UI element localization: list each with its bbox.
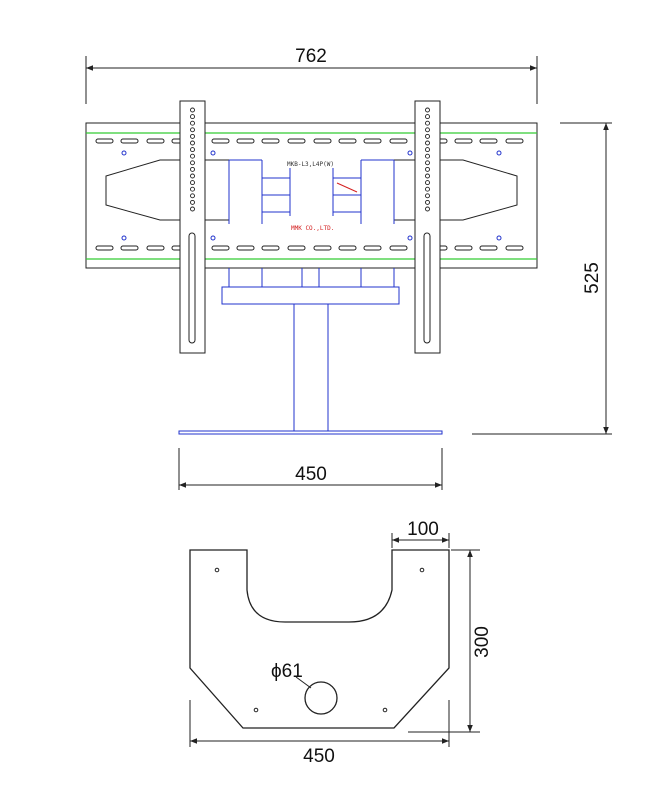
plate-slot [479,138,498,144]
center-hole [304,681,338,715]
plate-slot [505,245,524,251]
blue-holes [121,150,502,241]
arm-hole [425,160,430,166]
arm-hole [425,147,430,153]
plate-slot [287,245,306,251]
arm-hole [190,127,195,133]
dim-text-450-base: 450 [303,746,335,767]
dimension-525: 525 [472,122,612,435]
plate-slot [338,138,357,144]
plate-slot [313,138,332,144]
model-label: MKB-L3,L4P(W) [287,161,334,168]
maker-label: MMK CO.,LTD. [291,225,334,232]
arm-hole [425,133,430,139]
plate-slot [120,245,139,251]
arm-hole [190,180,195,186]
plate-slot [313,245,332,251]
arm-hole [425,193,430,199]
arm-hole [425,173,430,179]
arm-hole [425,166,430,172]
plate-slot [146,138,165,144]
stand-column [178,268,443,435]
arm-hole [425,180,430,186]
vertical-arm-left [179,100,206,354]
arm-hole [425,206,430,212]
plate-slot [95,138,114,144]
arm-hole [425,114,430,120]
arm-hole [190,133,195,139]
arm-hole [190,199,195,205]
dim-text-762: 762 [295,46,327,67]
arm-hole [425,107,430,113]
plate-slot [454,138,473,144]
dimension-450-front: 450 [178,448,443,490]
plate-slot [479,245,498,251]
plate-slot [287,138,306,144]
plate-slot [505,138,524,144]
base-plate-outline [189,549,450,729]
plate-slot [236,245,255,251]
dim-text-hole: ϕ61 [271,661,303,682]
bracket-structure-right [332,159,395,224]
arm-hole [190,186,195,192]
arm-hole [190,153,195,159]
arm-hole [425,186,430,192]
dimension-450-base: 450 [189,700,450,767]
dim-text-100: 100 [407,519,439,540]
mounting-plate: MKB-L3,L4P(W) MMK CO.,LTD. [85,122,538,269]
arm-hole [190,107,195,113]
bracket-structure-left [228,159,291,224]
arm-hole [425,120,430,126]
dim-text-450-front: 450 [295,464,327,485]
arm-hole [425,199,430,205]
plate-slot [363,138,382,144]
arm-hole [425,127,430,133]
plate-slot [95,245,114,251]
arm-hole [190,193,195,199]
plate-slot [211,245,230,251]
plate-slot [261,138,280,144]
plate-slot [454,245,473,251]
base-plate-view: ϕ61 100 300 450 [189,519,493,767]
plate-slot [146,245,165,251]
arm-hole [425,153,430,159]
arm-hole [190,160,195,166]
front-view: 762 [85,46,612,490]
dimension-100: 100 [391,519,450,548]
arm-hole [190,120,195,126]
plate-slot [389,138,408,144]
plate-slot [261,245,280,251]
plate-slot [236,138,255,144]
dimension-762: 762 [85,46,538,104]
arm-hole [190,140,195,146]
arm-hole [190,166,195,172]
plate-slot [338,245,357,251]
arm-hole [190,173,195,179]
plate-slot [211,138,230,144]
arm-hole [190,147,195,153]
plate-slot [363,245,382,251]
dimension-300: 300 [408,549,493,733]
dim-text-525: 525 [582,262,603,294]
mounting-holes [214,567,425,713]
arm-hole [425,140,430,146]
vertical-arm-right [414,100,441,354]
arm-hole [190,114,195,120]
arm-hole [190,206,195,212]
dim-text-300: 300 [472,626,493,658]
plate-slot [389,245,408,251]
plate-slot [120,138,139,144]
